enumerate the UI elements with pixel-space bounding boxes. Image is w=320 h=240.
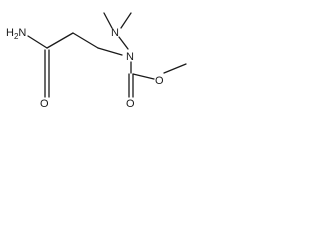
bond-n-n: [118, 36, 129, 50]
hydrazine-n-upper-label: N: [111, 27, 119, 39]
bond-n-methyl-left: [103, 12, 113, 29]
chemical-structure-diagram: H2N O N N O O: [6, 12, 187, 110]
carbonyl-oxygen-label: O: [126, 98, 135, 110]
hydrazine-n-lower-label: N: [126, 51, 134, 63]
bond-chain-2: [72, 32, 99, 49]
bond-ester-methyl: [163, 63, 187, 74]
amide-oxygen-label: O: [40, 98, 49, 110]
bond-amine-carbon: [27, 35, 48, 49]
bond-chain-to-n: [97, 47, 123, 56]
amine-label: H2N: [6, 27, 26, 41]
bond-carbamate-ester: [132, 73, 155, 80]
bond-n-methyl-right: [120, 12, 132, 29]
ester-oxygen-label: O: [155, 75, 164, 87]
bond-chain-1: [46, 32, 74, 49]
